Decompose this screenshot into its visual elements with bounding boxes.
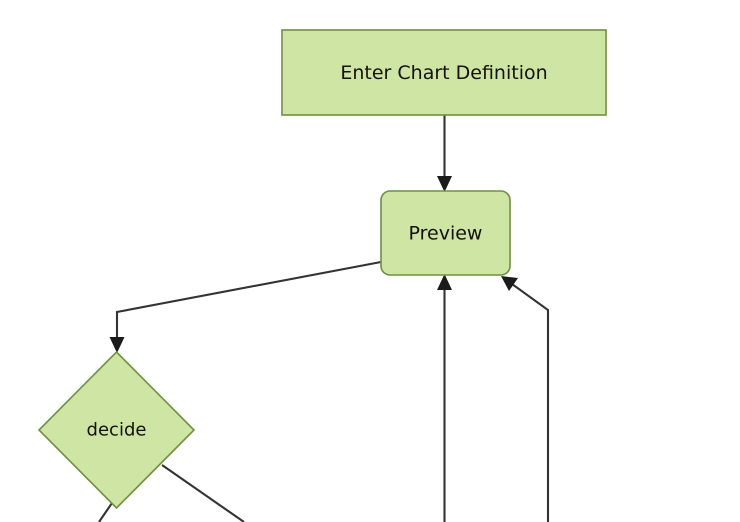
node-layer: Enter Chart Definition Preview decide	[37, 29, 607, 510]
arrowhead-up-into-preview-center	[437, 274, 452, 290]
edge-decide-right-out	[161, 464, 245, 522]
edge-layer	[98, 115, 550, 522]
edge-preview-to-decide-line	[115, 260, 382, 344]
edge-decide-right-out-line	[161, 464, 245, 522]
arrowhead-up-into-preview-right	[501, 276, 518, 291]
node-enter-chart-definition-shape[interactable]	[281, 29, 607, 116]
edge-bottom-right-to-preview-line	[507, 280, 550, 522]
arrowhead-down-into-decide	[109, 337, 125, 353]
arrowhead-down-into-preview	[437, 176, 452, 192]
node-preview[interactable]: Preview	[380, 190, 511, 276]
node-decide-label: decide	[87, 420, 147, 441]
edge-bottom-right-to-preview	[501, 276, 550, 522]
edge-decide-bottom-out-line	[98, 502, 113, 522]
edge-enter-to-preview	[437, 115, 452, 192]
node-preview-label: Preview	[409, 223, 483, 245]
node-decide[interactable]: decide	[37, 350, 196, 510]
edge-decide-bottom-out	[98, 502, 113, 522]
node-enter-chart-definition[interactable]: Enter Chart Definition	[281, 29, 607, 116]
edge-bottom-center-to-preview	[437, 274, 452, 522]
edge-preview-to-decide	[109, 260, 382, 353]
node-enter-chart-definition-label: Enter Chart Definition	[340, 62, 547, 84]
node-decide-shape[interactable]	[37, 350, 196, 510]
node-preview-shape[interactable]	[380, 190, 511, 276]
